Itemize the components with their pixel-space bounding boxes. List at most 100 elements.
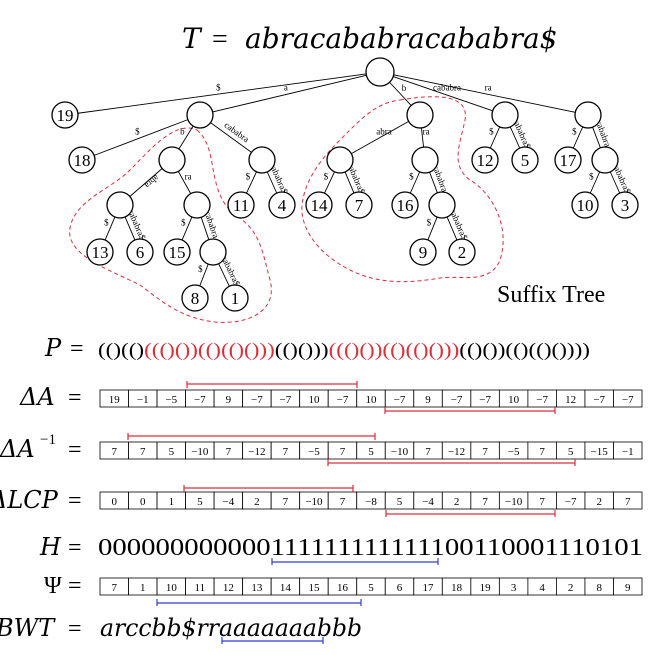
tree-edge-label: $ <box>409 172 414 182</box>
tree-edge-label: $ <box>104 218 109 228</box>
tree-leaf-label: 10 <box>577 196 594 215</box>
tree-internal-node <box>491 101 519 129</box>
array-cell-value: 19 <box>480 582 492 594</box>
array-cell-value: 0 <box>140 496 146 508</box>
tree-leaf-9 <box>409 238 437 266</box>
tree-leaf-7 <box>345 191 373 219</box>
P-segment: ((()())(()(()())) <box>329 340 460 361</box>
array-cell-value: 10 <box>508 394 520 406</box>
array-cell <box>613 577 643 596</box>
tree-leaf-label: 16 <box>397 196 414 215</box>
array-cell-value: 15 <box>308 582 320 594</box>
array-cell-value: 12 <box>223 582 234 594</box>
array-cell-value: 10 <box>308 394 320 406</box>
H-bitvector: 000000000000111111111111100110001110101 <box>98 535 643 561</box>
P-segment: (()(() <box>98 340 144 361</box>
tree-edge-label: b <box>180 127 185 137</box>
array-cell-value: 7 <box>340 496 346 508</box>
P-segment: (()())(()(()()))) <box>459 340 590 361</box>
array-cell-value: 14 <box>280 582 292 594</box>
tree-internal-node <box>574 101 602 129</box>
array-cell-value: 3 <box>511 582 517 594</box>
tree-edge <box>446 216 458 241</box>
tree-edge <box>199 263 209 287</box>
deltaLCP-equals: = <box>68 488 82 514</box>
tree-leaf-4 <box>268 191 296 219</box>
tree-edge-label: $ <box>324 172 329 182</box>
tree-leaf-18 <box>68 146 96 174</box>
array-cell-value: −10 <box>191 446 209 458</box>
tree-leaf-label: 11 <box>233 196 249 215</box>
array-cell-value: −7 <box>479 394 491 406</box>
tree-edge-label: $ <box>181 218 186 228</box>
deltaA-equals: = <box>68 385 82 411</box>
tree-edge <box>409 171 421 194</box>
array-cell-value: 2 <box>568 582 574 594</box>
tree-edge-label: ra <box>423 127 430 137</box>
array-cell-value: −5 <box>308 446 320 458</box>
array-cell-value: −7 <box>394 394 406 406</box>
tree-leaf-label: 9 <box>419 243 428 262</box>
tree-edge <box>324 171 335 194</box>
tree-leaf-10 <box>571 191 599 219</box>
array-cell <box>613 441 643 460</box>
tree-leaf-label: 12 <box>477 151 494 170</box>
array-cell-value: 10 <box>166 582 178 594</box>
tree-edge <box>178 125 194 150</box>
tree-leaf-6 <box>126 238 154 266</box>
array-cell-value: 7 <box>226 446 232 458</box>
tree-leaf-19 <box>51 101 79 129</box>
array-cell-value: 13 <box>251 582 263 594</box>
P-label: P <box>44 334 62 362</box>
array-cell-value: 5 <box>169 446 175 458</box>
tree-leaf-label: 3 <box>621 196 630 215</box>
tree-edge-label: ra <box>185 172 192 182</box>
tree-edge <box>592 127 601 148</box>
array-cell-value: 1 <box>169 496 175 508</box>
tree-edge-label: $ <box>216 83 221 93</box>
tree-leaf-label: 5 <box>521 151 530 170</box>
array-cell-value: 9 <box>425 394 431 406</box>
array-cell-value: 7 <box>425 446 431 458</box>
array-cell-value: −10 <box>305 496 323 508</box>
array-cell-value: −7 <box>536 394 548 406</box>
tree-leaf-label: 4 <box>278 196 287 215</box>
array-cell-value: 10 <box>366 394 378 406</box>
tree-edge <box>200 217 210 240</box>
tree-edge <box>427 216 438 241</box>
array-cell-value: 16 <box>337 582 349 594</box>
array-cell-value: 2 <box>454 496 460 508</box>
tree-leaf-label: 1 <box>231 289 240 308</box>
tree-leaf-1 <box>221 284 249 312</box>
tree-leaf-label: 15 <box>169 243 186 262</box>
array-cell-value: 5 <box>368 582 374 594</box>
array-cell-value: −7 <box>194 394 206 406</box>
tree-edge <box>572 126 584 149</box>
array-cell-value: −7 <box>593 394 605 406</box>
tree-leaf-label: 18 <box>74 151 91 170</box>
array-cell-value: −5 <box>508 446 520 458</box>
tree-leaf-14 <box>305 191 333 219</box>
tree-edge-label: $ <box>572 127 577 137</box>
array-cell-value: −5 <box>165 394 177 406</box>
tree-leaf-13 <box>86 238 114 266</box>
tree-edge <box>344 171 355 194</box>
array-cell-value: −4 <box>223 496 235 508</box>
deltaA-label: ΔA <box>19 383 55 411</box>
P-segment: ((()())(()(()())) <box>144 340 275 361</box>
title-string: abracababracababra$ <box>245 22 558 55</box>
row-P: P = (()(()((()())(()(()()))(()()))((()()… <box>44 334 590 362</box>
array-cell-value: 17 <box>423 582 435 594</box>
array-cell <box>613 491 643 510</box>
deltaA-inv-equals: = <box>68 437 82 463</box>
tree-edge-label: a <box>284 83 288 93</box>
array-cell-value: 9 <box>625 582 631 594</box>
title-equals: = <box>212 24 228 55</box>
row-H: H = 000000000000111111111111100110001110… <box>39 533 643 565</box>
